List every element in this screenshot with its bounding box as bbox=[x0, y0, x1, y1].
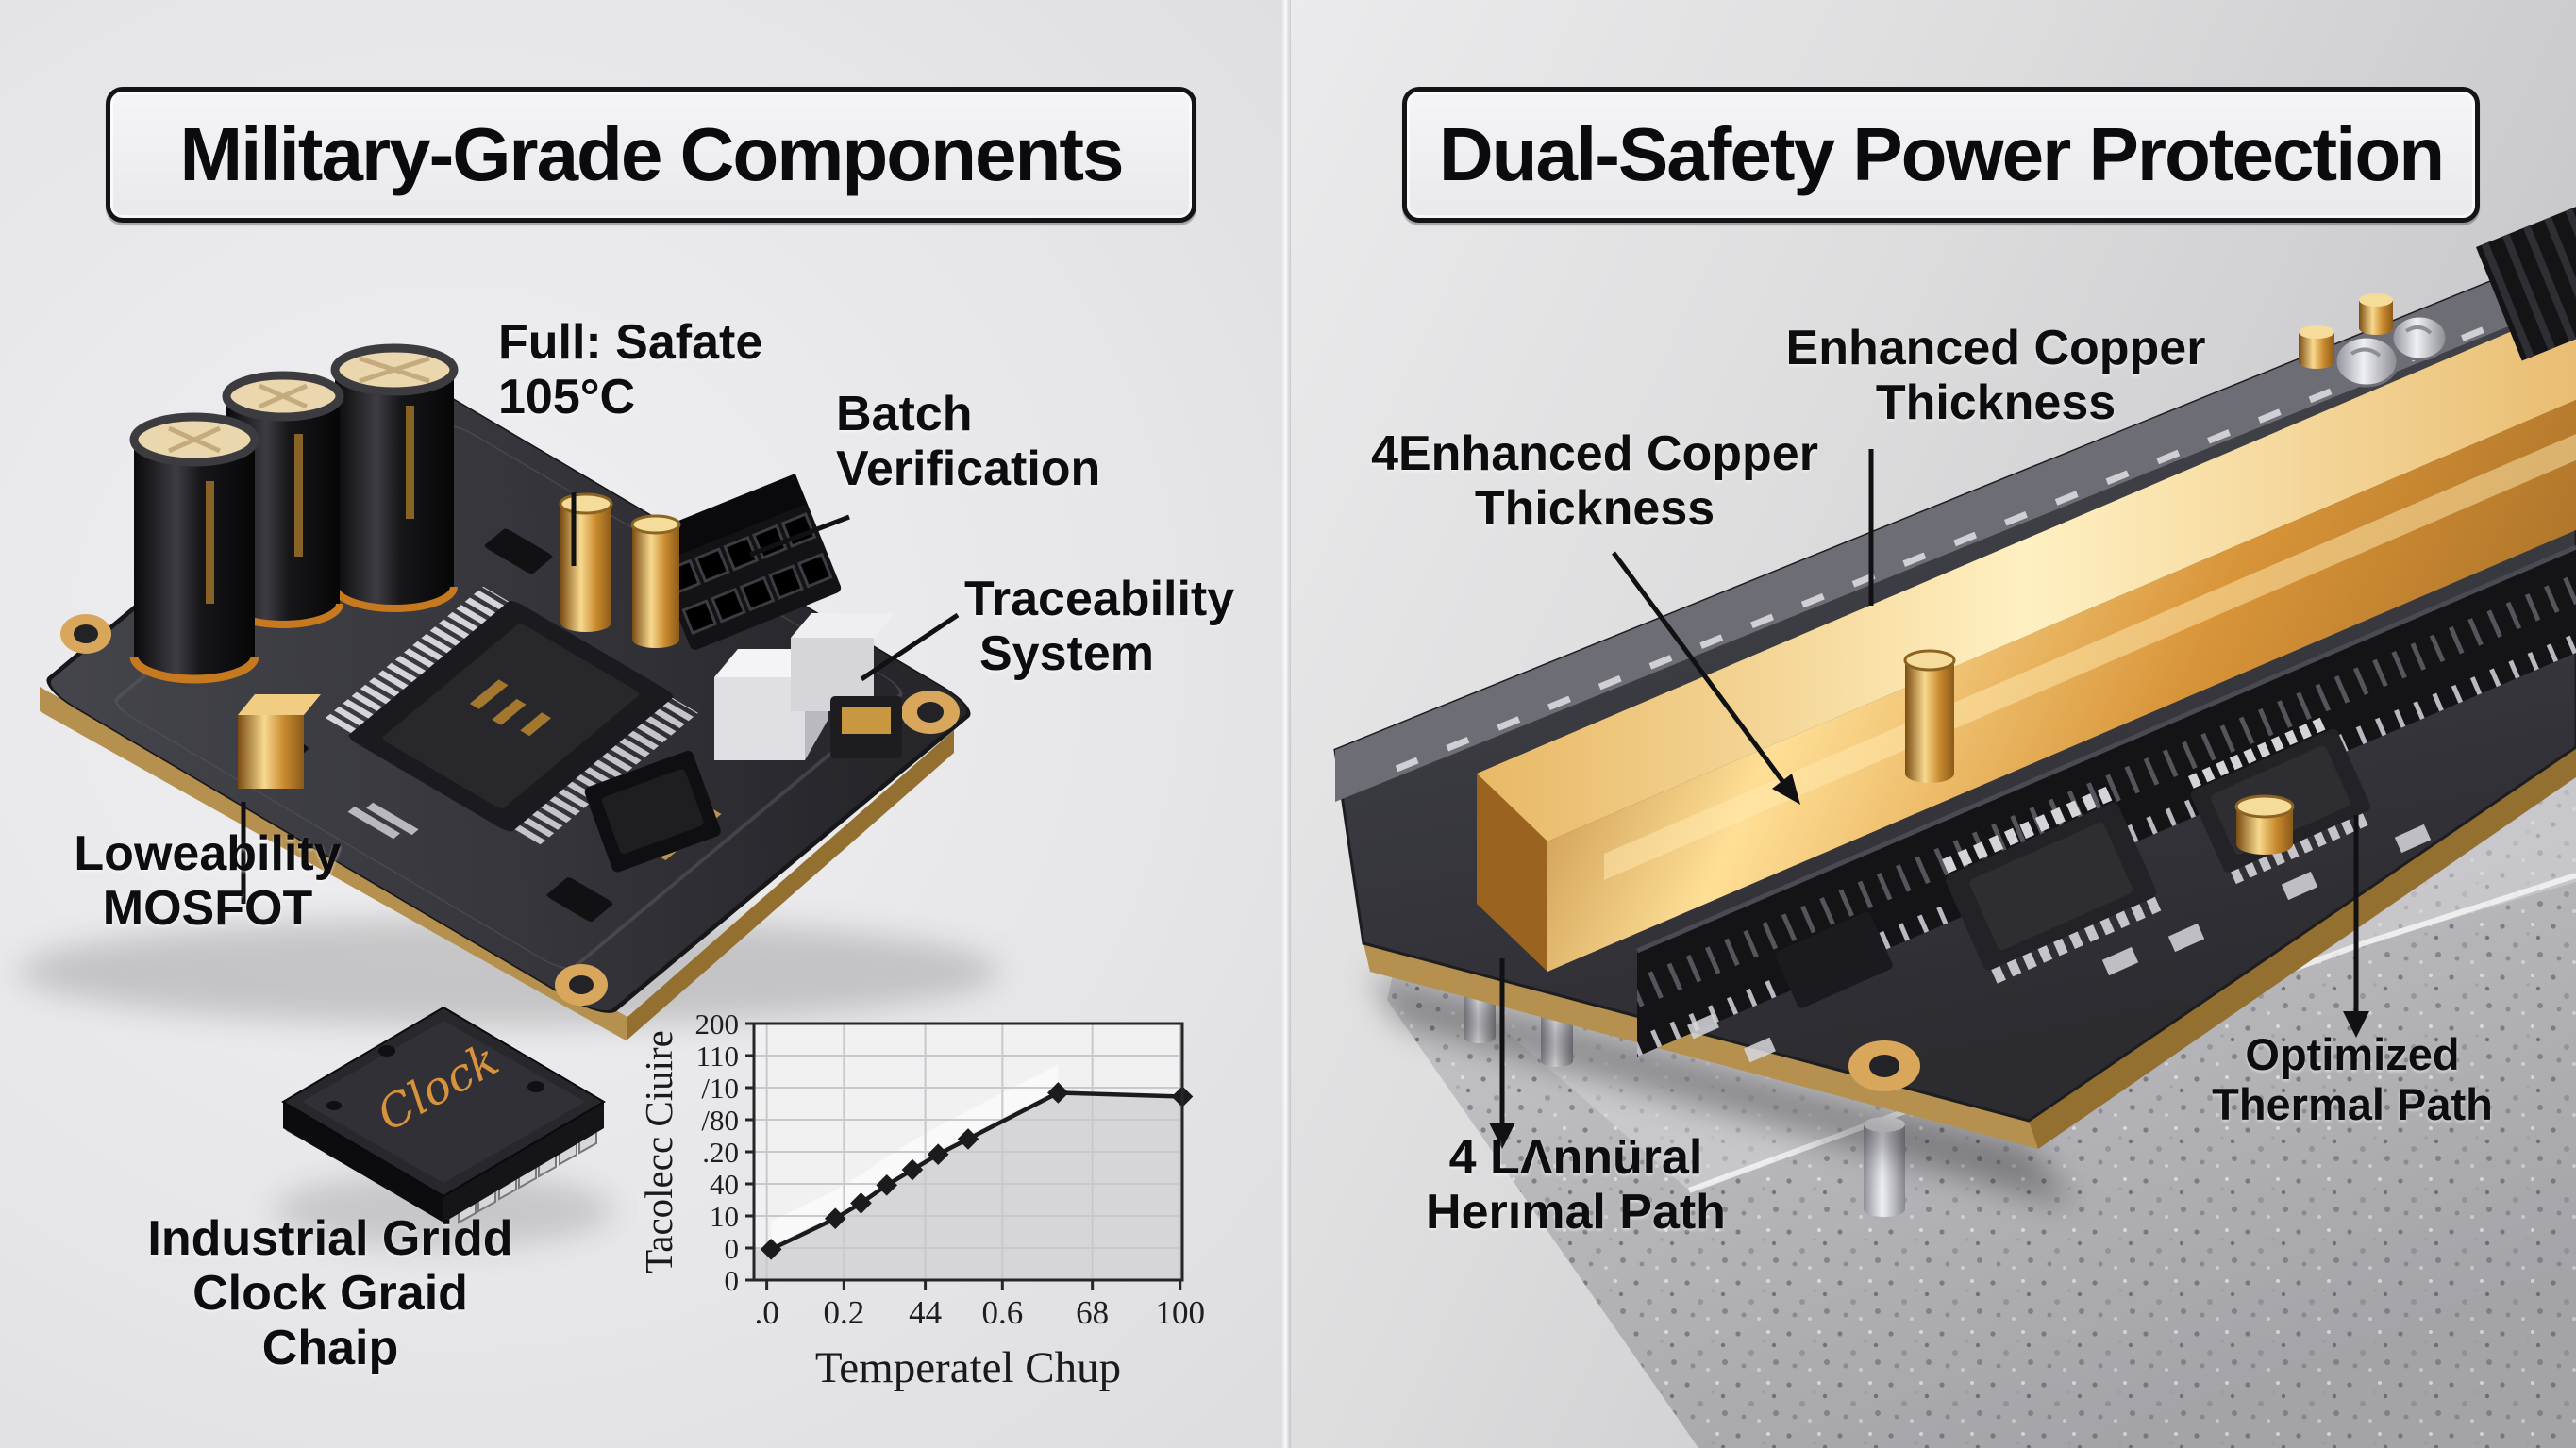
svg-text:200: 200 bbox=[695, 1007, 740, 1040]
pointer-copper-left bbox=[1611, 551, 1794, 794]
svg-text:.20: .20 bbox=[702, 1136, 739, 1169]
label-line: Thermal Path bbox=[2212, 1078, 2493, 1129]
svg-text:44: 44 bbox=[909, 1294, 942, 1331]
right-board-illustration bbox=[1333, 167, 2576, 1448]
panel-divider bbox=[1281, 0, 1291, 1448]
left-title-text: Military-Grade Components bbox=[179, 112, 1124, 196]
arrowhead-copper-left bbox=[1772, 774, 1800, 805]
gold-box-component bbox=[238, 694, 321, 789]
label-line: Thickness bbox=[1474, 481, 1715, 537]
right-panel-title: Dual-Safety Power Protection bbox=[1402, 87, 2480, 223]
annotation-pointer-lines bbox=[241, 449, 2359, 1128]
label-line: Verification bbox=[836, 441, 1101, 497]
svg-text:68: 68 bbox=[1076, 1294, 1109, 1331]
left-board-illustration bbox=[19, 343, 1000, 1041]
svg-text:40: 40 bbox=[710, 1168, 739, 1201]
svg-text:0: 0 bbox=[725, 1232, 740, 1265]
label-clock-chip: Industrial Gridd Clock Graid Chaip bbox=[113, 1211, 547, 1376]
label-line: Traceability bbox=[964, 572, 1235, 626]
label-line: Loweability bbox=[74, 826, 342, 881]
capacitors bbox=[129, 343, 459, 684]
label-line: 4 LΛnnüral bbox=[1448, 1130, 1703, 1185]
svg-text:100: 100 bbox=[1155, 1294, 1205, 1331]
svg-text:10: 10 bbox=[710, 1200, 739, 1233]
gold-standoffs-right bbox=[1903, 293, 2393, 855]
svg-text:110: 110 bbox=[696, 1040, 739, 1073]
label-line: 4Enhanced Copper bbox=[1371, 426, 1818, 481]
label-thermal-left: 4 LΛnnüral Herımal Path bbox=[1359, 1130, 1793, 1240]
svg-text:.0: .0 bbox=[754, 1294, 778, 1331]
left-panel-title: Military-Grade Components bbox=[106, 87, 1196, 223]
copper-bar bbox=[1477, 304, 2576, 972]
label-line: Full: Safate bbox=[498, 315, 763, 370]
label-copper-top: Enhanced Copper Thickness bbox=[1774, 321, 2217, 430]
svg-text:/10: /10 bbox=[701, 1072, 739, 1105]
label-line: Batch bbox=[836, 387, 973, 441]
right-title-text: Dual-Safety Power Protection bbox=[1438, 112, 2445, 196]
svg-text:Tacolecc Ciuire: Tacolecc Ciuire bbox=[637, 1030, 680, 1273]
label-line: Thickness bbox=[1875, 375, 2116, 431]
label-line: Herımal Path bbox=[1426, 1185, 1726, 1240]
label-line: Chaip bbox=[261, 1321, 399, 1376]
pointer-traceability bbox=[860, 612, 960, 682]
usb-ports bbox=[584, 613, 902, 873]
label-line: 105°C bbox=[498, 370, 636, 425]
label-traceability-system: Traceability System bbox=[964, 572, 1234, 681]
label-line: Industrial Gridd bbox=[147, 1211, 513, 1266]
label-line: Optimized bbox=[2245, 1029, 2460, 1079]
label-line: Clock Graid bbox=[192, 1266, 468, 1322]
label-cap-rating: Full: Safate 105°C bbox=[498, 315, 762, 424]
label-line: System bbox=[979, 626, 1154, 682]
label-line: MOSFOT bbox=[102, 881, 313, 937]
svg-text:0.6: 0.6 bbox=[981, 1294, 1023, 1331]
label-mosfet: Loweability MOSFOT bbox=[47, 826, 368, 936]
label-copper-left: 4Enhanced Copper Thickness bbox=[1359, 426, 1831, 536]
label-line: Enhanced Copper bbox=[1785, 321, 2206, 375]
qfp-chip bbox=[325, 586, 698, 845]
arrowhead-thermal-left bbox=[1489, 1123, 1515, 1149]
annotation-arrowheads bbox=[1489, 774, 2369, 1149]
heatsink-fin-block bbox=[2476, 176, 2576, 361]
pin-header bbox=[644, 474, 842, 650]
svg-text:0.2: 0.2 bbox=[823, 1294, 864, 1331]
svg-text:/80: /80 bbox=[701, 1104, 739, 1137]
clock-chip-illustration: Clock bbox=[274, 1006, 613, 1248]
pointer-batch bbox=[749, 514, 850, 558]
label-batch-verification: Batch Verification bbox=[836, 387, 1100, 496]
label-thermal-right: Optimized Thermal Path bbox=[2187, 1029, 2517, 1129]
svg-text:Temperatel Chup: Temperatel Chup bbox=[815, 1343, 1121, 1392]
svg-text:0: 0 bbox=[725, 1264, 740, 1297]
arrowhead-thermal-right bbox=[2343, 1011, 2369, 1038]
